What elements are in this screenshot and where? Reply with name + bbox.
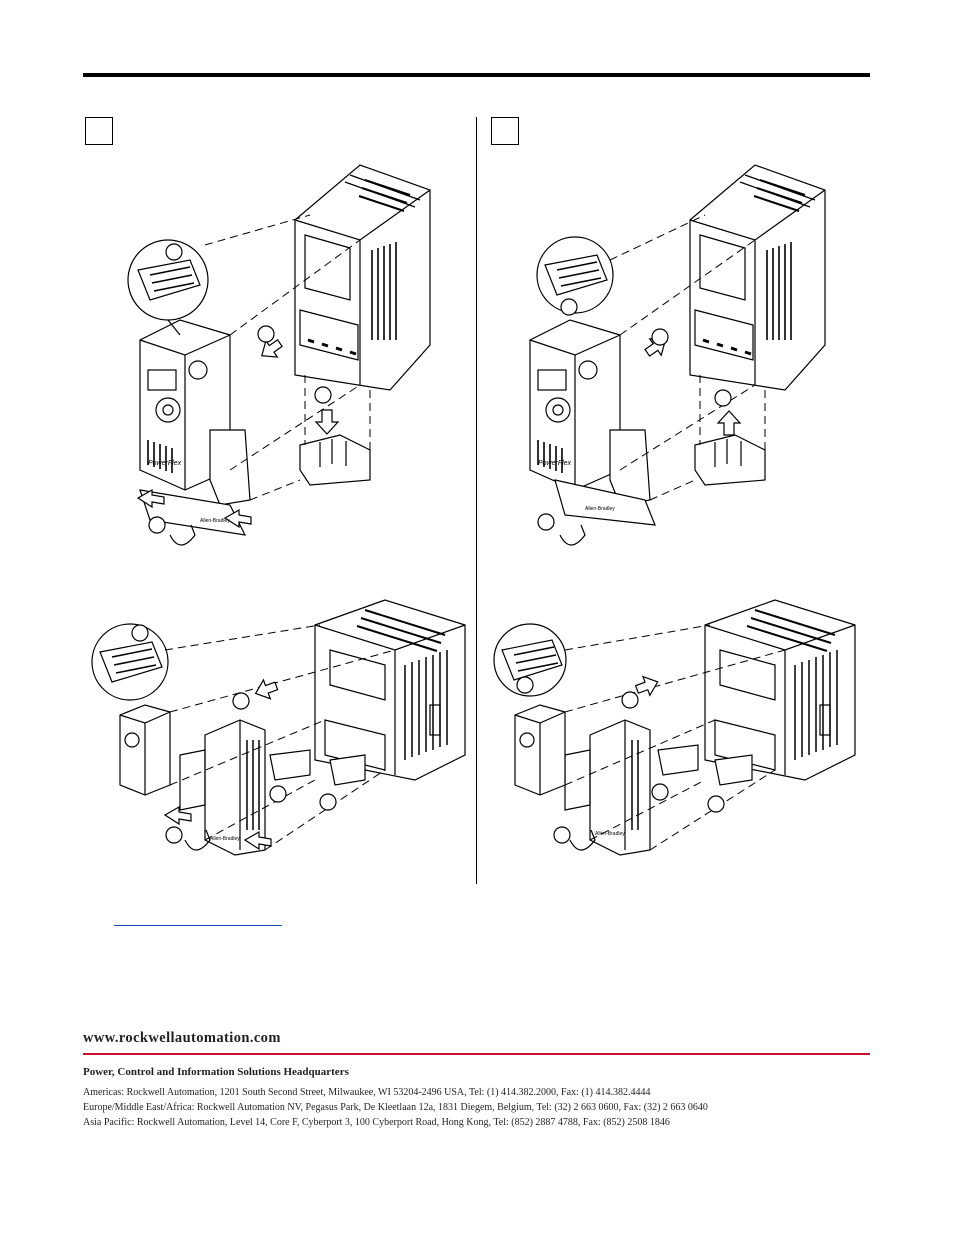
- address-emea: Europe/Middle East/Africa: Rockwell Auto…: [83, 1102, 708, 1113]
- illustration-bottom-left: Allen-Bradley: [91, 599, 466, 856]
- right-panel-label-box: [491, 117, 519, 145]
- left-panel-label-box: [85, 117, 113, 145]
- footnote-link[interactable]: [114, 925, 282, 926]
- column-divider: [476, 117, 477, 884]
- brand-label-2: Allen-Bradley: [585, 506, 615, 512]
- illustration-top-right: PowerFlex Allen-Bradley: [529, 164, 826, 546]
- brand-label-3: Allen-Bradley: [210, 836, 240, 842]
- illustration-top-left: PowerFlex Allen-Bradley: [127, 164, 431, 546]
- product-label-2: PowerFlex: [538, 460, 572, 467]
- brand-label: Allen-Bradley: [200, 518, 230, 524]
- illustration-bottom-right: Allen-Bradley: [493, 599, 856, 856]
- footer-red-rule: [83, 1053, 870, 1055]
- website-url[interactable]: www.rockwellautomation.com: [83, 1030, 281, 1046]
- address-americas: Americas: Rockwell Automation, 1201 Sout…: [83, 1087, 651, 1098]
- brand-label-4: Allen-Bradley: [595, 831, 625, 837]
- header-rule: [83, 73, 870, 77]
- address-asia-pacific: Asia Pacific: Rockwell Automation, Level…: [83, 1117, 670, 1128]
- product-label: PowerFlex: [148, 460, 182, 467]
- headquarters-title: Power, Control and Information Solutions…: [83, 1066, 349, 1078]
